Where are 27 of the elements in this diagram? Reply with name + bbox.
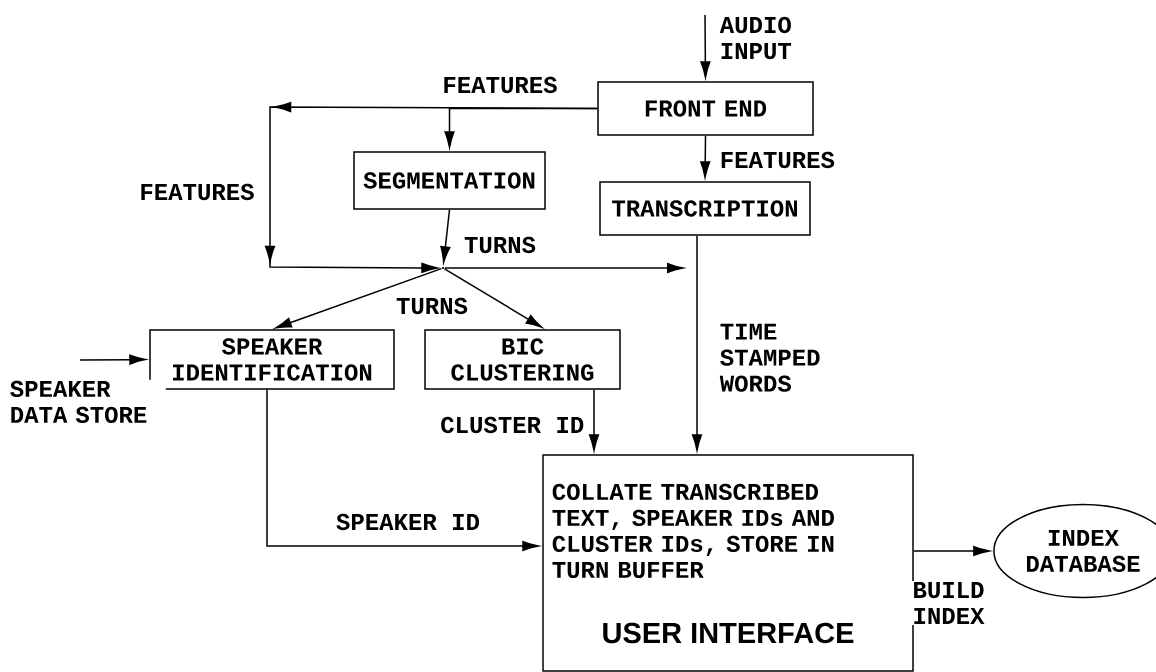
arrow [443,268,543,328]
edge-label: FEATURES [138,182,256,202]
edge-label: FEATURES [441,75,559,95]
edge-label: SPEAKER DATA STORE [8,379,166,425]
process-box: TRANSCRIPTION [599,181,811,236]
process-box: SPEAKER IDENTIFICATION [149,329,395,390]
edge-label: AUDIO INPUT [718,15,801,61]
arrow [588,389,600,451]
process-box: COLLATE TRANSCRIBED TEXT, SPEAKER IDs AND CLUSTER IDs, STORE IN TURN BUFFER USER INTERFACE [542,454,914,672]
edge-label: CLUSTER ID [439,415,586,435]
edge-label: TURNS [463,235,537,255]
edge-label: FEATURES [718,150,836,170]
process-box: BIC CLUSTERING [424,329,621,390]
edge-label: SPEAKER ID [335,512,481,532]
edge-label: TIME STAMPED WORDS [718,322,831,393]
arrow [275,267,443,329]
arrow [700,135,711,178]
edge-label: BUILD INDEX [911,581,999,625]
process-box: SEGMENTATION [353,151,546,210]
arrow [440,209,451,263]
arrow [264,102,598,273]
arrow [913,545,990,557]
process-box: FRONT END [597,81,814,136]
edge-label: TURNS [395,296,469,316]
arrow [691,235,703,451]
arrow [444,262,684,274]
arrow [266,389,539,552]
